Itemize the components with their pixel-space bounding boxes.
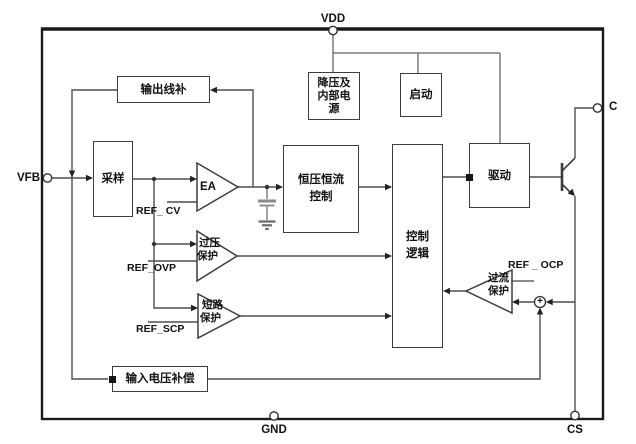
error-amp-symbol [196,161,240,213]
block-cvcc-control: 恒压恒流 控制 [283,145,359,233]
arrowheads [68,86,553,320]
wire-output-comp-feedback [71,89,117,380]
ref-scp-label: REF_SCP [136,323,185,335]
block-output-line-comp: 输出线补 [117,76,210,103]
input-comp-input-node [108,375,116,383]
ovp-comparator-symbol [196,229,239,283]
ovp-label-line: 过压 [199,237,220,249]
block-label: 采样 [101,173,125,185]
wire-ea-to-output-comp [215,89,254,187]
block-label-line: 降压及 [317,76,351,89]
ref-ovp-label: REF_OVP [127,262,177,274]
wire-collector-to-c [574,107,593,158]
ocp-label-line: 过流 [488,272,509,284]
pin-vfb [42,173,53,183]
block-driver: 驱动 [469,143,530,208]
wire-sense-chain [153,179,192,309]
pin-vdd [328,25,338,36]
pin-label-vdd: VDD [320,13,346,25]
ocp-label: 过流 保护 [488,272,509,298]
block-label-line: 恒压恒流 [298,174,344,186]
block-label-line: 控制 [309,191,333,203]
block-startup: 启动 [400,73,442,117]
signal-wires [51,89,593,413]
ref-cv-label: REF_ CV [136,205,181,217]
block-label: 驱动 [488,169,511,182]
block-sampling: 采样 [93,141,133,217]
compensation-capacitor [258,187,276,220]
block-label-line: 源 [328,102,340,115]
block-label: 启动 [409,89,433,101]
pin-label-cs: CS [567,424,583,436]
error-amp-label: EA [200,181,216,193]
emitter-arrow [567,188,575,196]
block-input-voltage-comp: 输入电压补偿 [112,366,208,392]
pin-label-gnd: GND [261,424,287,436]
scp-label: 短路 保护 [200,299,223,325]
block-label-line: 控制 [406,231,429,243]
ground-symbol [258,220,276,231]
scp-comparator-symbol [197,292,242,340]
ovp-label: 过压 保护 [197,237,220,263]
ocp-label-line: 保护 [488,285,509,297]
npn-transistor [560,157,576,194]
block-label: 输入电压补偿 [125,373,195,385]
pin-gnd [269,411,279,421]
ovp-label-line: 保护 [197,250,218,262]
wire-input-comp-to-sum [208,311,541,380]
block-control-logic: 控制 逻辑 [392,144,443,348]
block-buck-internal-supply: 降压及 内部电 源 [308,72,360,120]
ocp-comparator-symbol [464,268,513,315]
scp-label-line: 保护 [200,312,221,324]
vdd-bus [332,33,501,143]
block-label-line: 逻辑 [406,248,429,260]
ref-ocp-label: REF _ OCP [508,259,564,271]
pin-label-vfb: VFB [17,172,40,184]
scp-label-line: 短路 [202,299,223,311]
pin-c [592,103,603,113]
pin-cs [570,410,580,421]
driver-input-node [465,173,473,181]
summing-node-plus: + [537,296,543,307]
pin-label-c: C [609,101,618,113]
block-label-line: 内部电 [317,89,351,102]
block-label: 输出线补 [140,83,187,96]
junction-dots [151,176,270,247]
